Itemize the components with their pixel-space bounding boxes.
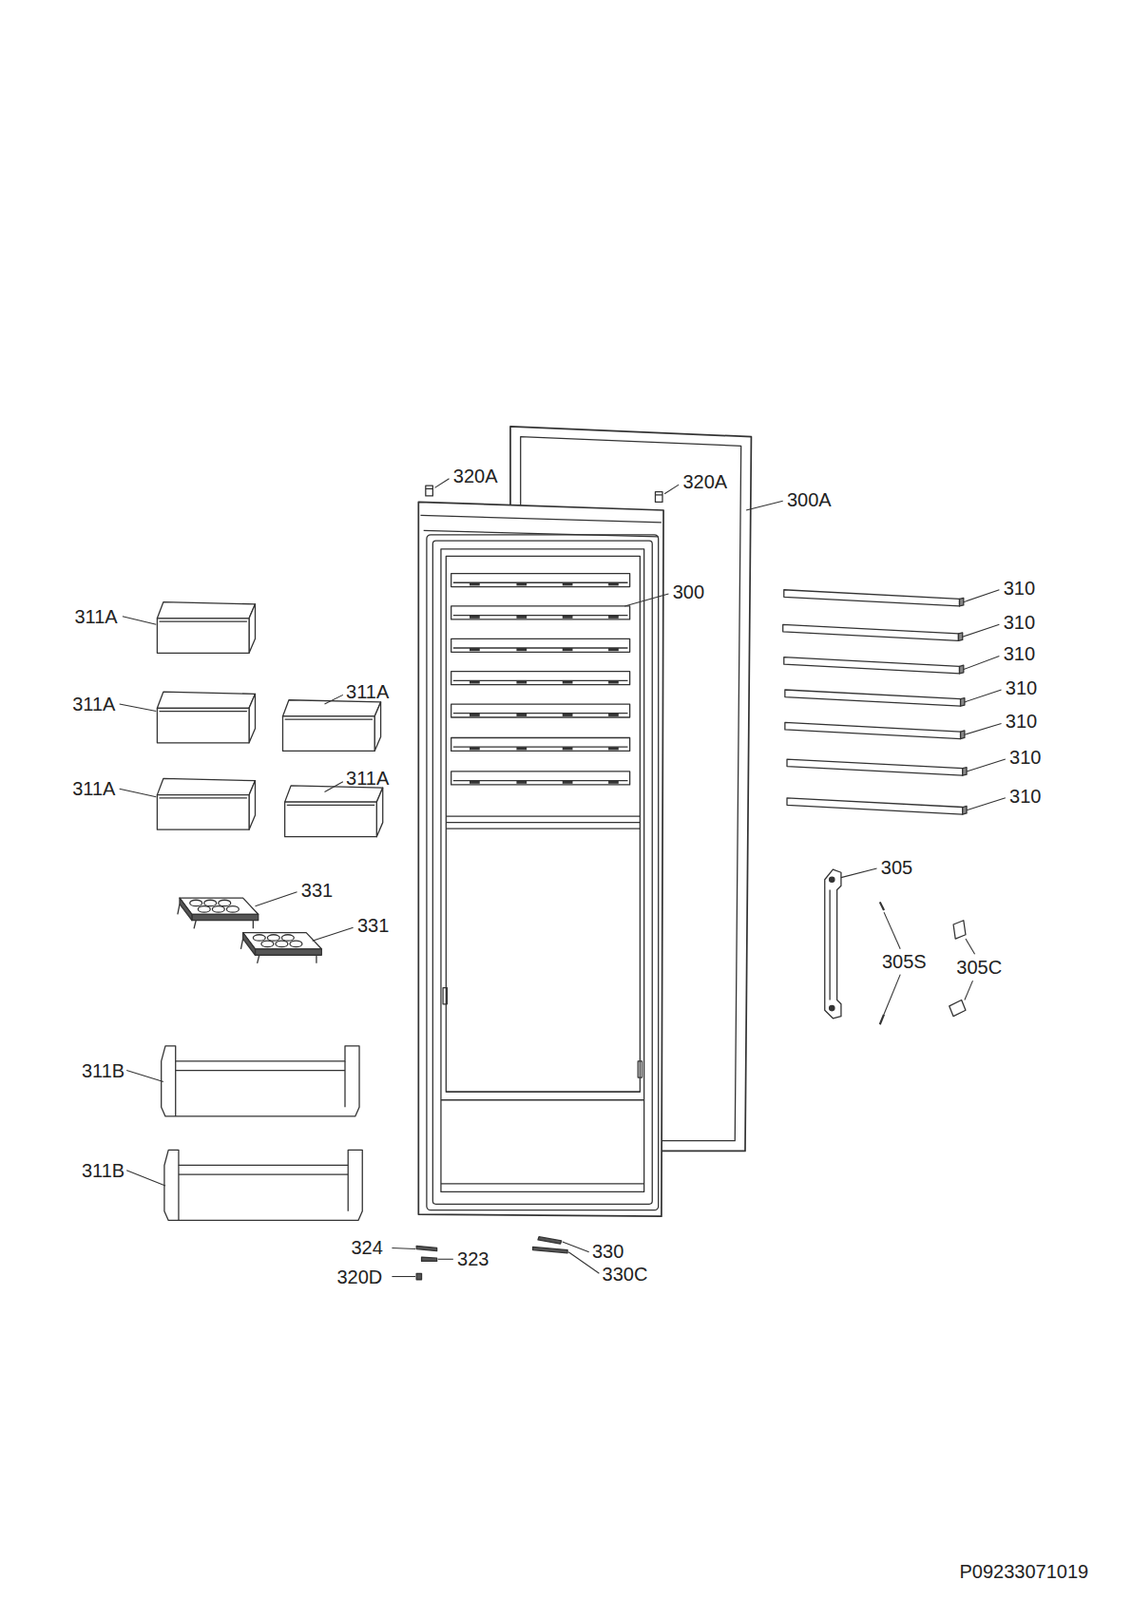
callout-number: 331 [357, 914, 389, 938]
callout-number: 311A [72, 692, 116, 716]
callout-number: 311A [345, 680, 389, 704]
callout-number: 310 [1003, 611, 1036, 634]
callout-number: 300 [672, 580, 705, 604]
callout-number: 311B [81, 1059, 125, 1083]
callout-number: 320D [336, 1266, 383, 1289]
callout-number: 310 [1009, 746, 1041, 769]
drawing-number: P09233071019 [959, 1560, 1090, 1584]
callout-number: 330 [592, 1240, 624, 1264]
callout-number: 324 [350, 1236, 383, 1260]
callout-number: 310 [1009, 785, 1041, 808]
callout-number: 320A [683, 470, 729, 494]
callout-number: 311A [345, 767, 389, 790]
callout-number: 300A [786, 488, 832, 512]
callout-number: 331 [301, 879, 333, 902]
callout-number: 310 [1005, 709, 1037, 733]
callout-number: 305 [881, 856, 913, 880]
callout-number: 310 [1003, 576, 1036, 600]
callout-number: 320A [453, 464, 499, 488]
callout-number: 311B [81, 1159, 125, 1183]
callout-number: 305S [882, 950, 927, 974]
callout-number: 311A [72, 777, 116, 801]
callout-number: 323 [457, 1247, 489, 1271]
callout-number: 330C [602, 1263, 649, 1286]
callout-number: 310 [1005, 676, 1037, 700]
callout-number: 305C [956, 956, 1002, 979]
callout-number: 310 [1003, 642, 1036, 666]
callout-number: 311A [74, 605, 117, 629]
